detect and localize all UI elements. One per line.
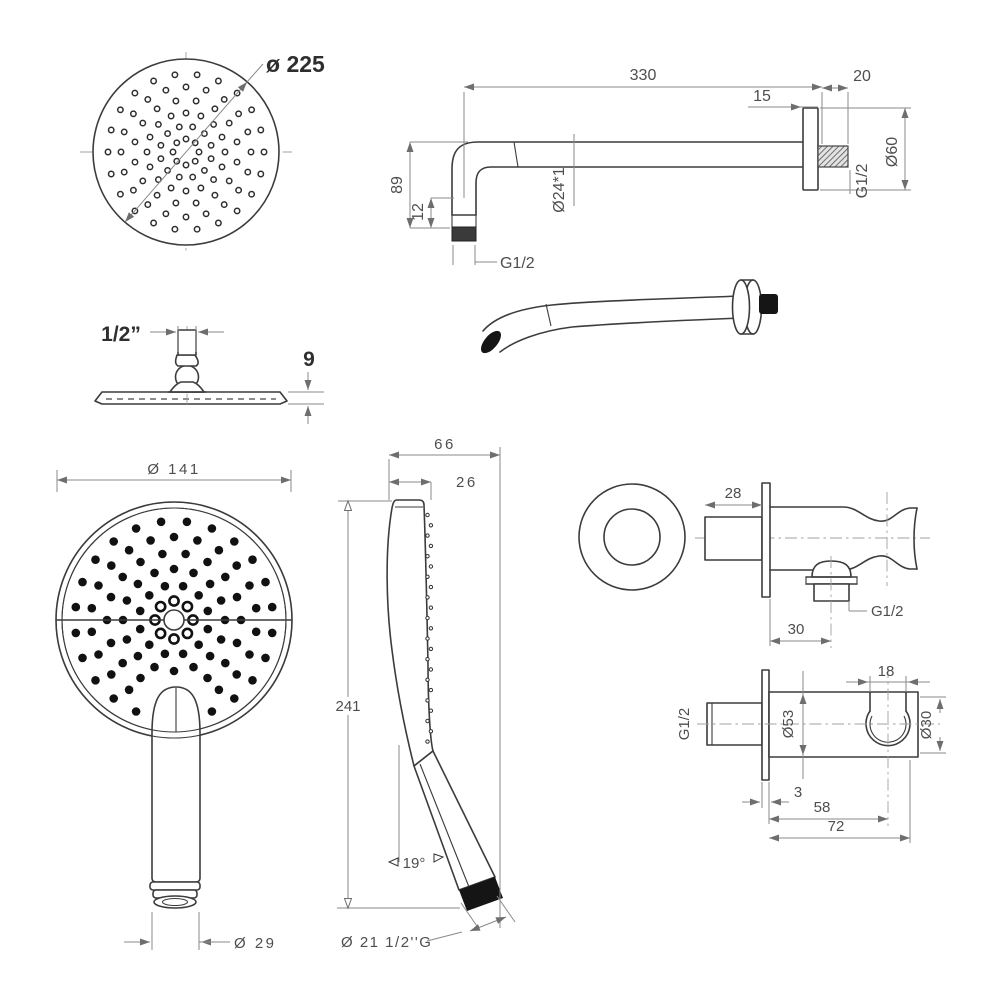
hand-face-inner-overlay <box>61 507 287 733</box>
dim-inlet-thread: G1/2 <box>676 708 693 741</box>
dim-outlet-thread: G1/2 <box>871 603 904 620</box>
dim-holder-diameter: Ø30 <box>918 711 935 739</box>
dim-connector-thread: Ø 21 1/2''G <box>341 934 432 951</box>
dim-tip-length: 12 <box>410 203 427 221</box>
diameter-leader <box>246 63 264 83</box>
arm-tube-inner-edge <box>475 166 804 216</box>
outlet-dome <box>811 560 852 578</box>
arm3d-seam <box>545 303 552 327</box>
dim-face-diameter: Ø 141 <box>147 461 200 478</box>
arm-seam <box>513 141 519 168</box>
outlet-inlet-pipe <box>704 516 763 561</box>
diameter-line <box>124 81 248 223</box>
dim-tip-thread: G1/2 <box>500 255 535 272</box>
dim-outlet-offset: 30 <box>788 621 805 638</box>
plan-holder-body <box>768 691 919 758</box>
handle-seam-line <box>419 763 470 888</box>
arm-tube-outer-edge <box>451 141 804 216</box>
dim-plate-thickness: 9 <box>303 348 315 371</box>
dim-wall-thread: G1/2 <box>854 164 871 199</box>
wall-outlet-elevation: 28 30 G1/2 <box>578 482 930 648</box>
hand-center-nozzle <box>163 609 185 631</box>
overhead-shower-side-view: 1/2” 9 <box>94 323 324 424</box>
angle-arrow-right <box>433 853 445 863</box>
arm3d-tube-top <box>482 295 742 332</box>
side-face-dots <box>425 512 434 744</box>
holder-end-face <box>913 507 918 570</box>
ext-line-tip-right <box>496 895 516 923</box>
dim-body-diameter: Ø53 <box>780 710 797 738</box>
arm-tip-thread <box>451 226 477 242</box>
handle-connector-flare <box>149 881 201 891</box>
outlet-front-inner <box>603 508 661 566</box>
shower-arm-elevation: 330 20 15 89 12 Ø24*1 G1/2 Ø60 G1/2 <box>389 67 911 272</box>
plan-wall-plate <box>761 669 770 781</box>
hand-nozzle-dots <box>71 517 277 716</box>
dim-plate-thickness: 3 <box>794 784 802 801</box>
dim-holder-offset: 58 <box>814 799 831 816</box>
dim-overhead-diameter: ø 225 <box>266 51 325 77</box>
dim-drop-height: 89 <box>389 176 406 194</box>
joint-collar <box>174 354 199 367</box>
dim-connector-diameter: Ø 29 <box>234 935 277 952</box>
joint-flare <box>169 381 205 393</box>
outlet-nipple <box>813 583 850 602</box>
shower-arm-perspective <box>480 279 778 354</box>
dim-slot-width: 18 <box>878 663 895 680</box>
dim-tube-diameter: Ø24*1 <box>551 167 568 212</box>
handle-thread-tip <box>459 877 503 911</box>
dim-thread-length: 20 <box>853 68 871 85</box>
dim-arm-length: 330 <box>630 67 657 84</box>
holder-body-top <box>769 506 918 522</box>
hand-handle-side <box>413 750 496 891</box>
hand-head-profile <box>386 499 434 767</box>
connector-opening <box>153 895 197 909</box>
outlet-front-outer <box>578 483 686 591</box>
arm3d-tip-cap <box>480 330 502 354</box>
dim-overall-depth: 66 <box>434 436 456 453</box>
arm3d-thread-tip <box>759 294 778 314</box>
dim-overall-height: 241 <box>335 698 360 715</box>
dim-line-tip <box>469 916 507 932</box>
connector-pipe <box>177 329 197 356</box>
outlet-wall-plate <box>761 482 771 598</box>
hand-face-outer-overlay <box>55 501 293 739</box>
arm-wall-flange <box>802 107 819 191</box>
dim-overall-length: 72 <box>828 818 845 835</box>
dim-connector-size: 1/2” <box>101 323 141 346</box>
angle-arrow-left <box>387 857 399 867</box>
wall-outlet-plan-view: G1/2 18 Ø53 Ø30 3 58 72 <box>676 663 946 843</box>
head-plate <box>94 391 288 405</box>
dim-inlet-length: 28 <box>725 485 742 502</box>
connector-bore <box>161 897 189 907</box>
dim-flange-diameter: Ø60 <box>884 137 901 167</box>
dim-flange-thickness: 15 <box>753 88 771 105</box>
dim-head-depth: 26 <box>456 474 478 491</box>
holder-body-bottom <box>769 555 918 571</box>
arm-wall-thread <box>817 145 849 168</box>
hand-shower-side-view: 241 66 26 19° Ø 21 1/2''G <box>335 436 516 951</box>
arm3d-tube-bottom <box>499 317 742 353</box>
arm3d-flange-front <box>731 279 751 335</box>
leader-thread <box>426 931 463 942</box>
overhead-shower-top-view: ø 225 <box>80 51 325 252</box>
dim-handle-angle: 19° <box>403 855 426 872</box>
hand-shower-front-view: Ø 141 Ø 29 <box>55 461 293 952</box>
